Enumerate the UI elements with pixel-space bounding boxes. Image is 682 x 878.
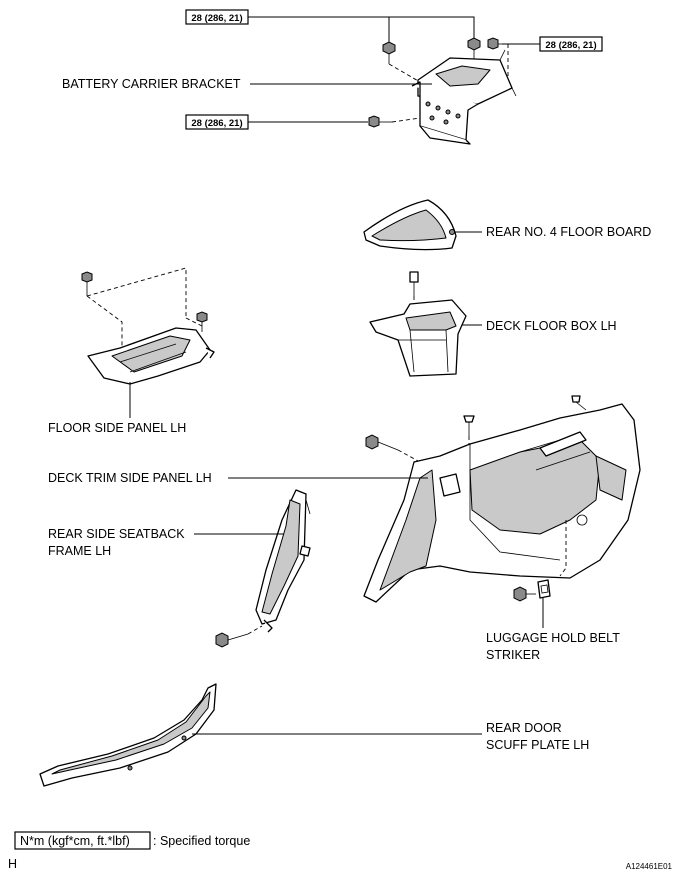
rear-no4-floor-board-part: [363, 199, 457, 251]
label-deck-trim-side-panel-lh: DECK TRIM SIDE PANEL LH: [48, 471, 212, 485]
label-luggage-hold-belt-striker-2: STRIKER: [486, 648, 540, 662]
torque-lower-value: 28 (286, 21): [191, 118, 242, 129]
deck-trim-side-panel-lh-part: [363, 403, 641, 603]
footer-left-mark: H: [8, 857, 17, 871]
bolt-icon: [196, 311, 208, 332]
battery-carrier-bracket-part: [411, 49, 517, 145]
bolt-icon: [467, 37, 481, 60]
torque-callout-right: 28 (286, 21): [539, 36, 603, 52]
label-deck-floor-box-lh: DECK FLOOR BOX LH: [486, 319, 617, 333]
bolt-icon: [487, 37, 508, 50]
label-battery-carrier-bracket: BATTERY CARRIER BRACKET: [62, 77, 241, 91]
torque-legend: N*m (kgf*cm, ft.*lbf) : Specified torque: [14, 831, 250, 850]
label-luggage-hold-belt-striker-1: LUGGAGE HOLD BELT: [486, 631, 620, 645]
bolt-icon: [215, 632, 249, 648]
rear-door-scuff-plate-lh-part: [39, 683, 217, 787]
legend-description: : Specified torque: [153, 834, 250, 848]
footer-figure-code: A124461E01: [626, 862, 673, 871]
clip-icon: [463, 415, 475, 436]
label-rear-no4-floor-board: REAR NO. 4 FLOOR BOARD: [486, 225, 651, 239]
torque-right-value: 28 (286, 21): [545, 40, 596, 51]
bolt-icon: [368, 115, 392, 128]
clip-icon: [571, 395, 587, 411]
bolt-icon: [513, 586, 536, 602]
bolt-icon: [365, 434, 399, 451]
label-rear-door-scuff-plate-lh-1: REAR DOOR: [486, 721, 562, 735]
bolt-icon: [382, 41, 396, 64]
bolt-icon: [81, 271, 93, 296]
floor-side-panel-lh-part: [87, 327, 215, 385]
legend-unit-box: N*m (kgf*cm, ft.*lbf): [20, 834, 130, 848]
label-rear-side-seatback-frame-lh-1: REAR SIDE SEATBACK: [48, 527, 185, 541]
torque-callout-top: 28 (286, 21): [185, 9, 249, 25]
luggage-hold-belt-striker-part: [537, 579, 551, 599]
label-rear-door-scuff-plate-lh-2: SCUFF PLATE LH: [486, 738, 589, 752]
label-rear-side-seatback-frame-lh-2: FRAME LH: [48, 544, 111, 558]
rear-side-seatback-frame-lh-part: [255, 489, 311, 633]
clip-icon: [409, 271, 419, 296]
torque-callout-lower: 28 (286, 21): [185, 114, 249, 130]
label-floor-side-panel-lh: FLOOR SIDE PANEL LH: [48, 421, 186, 435]
torque-top-value: 28 (286, 21): [191, 13, 242, 24]
deck-floor-box-lh-part: [369, 299, 467, 377]
